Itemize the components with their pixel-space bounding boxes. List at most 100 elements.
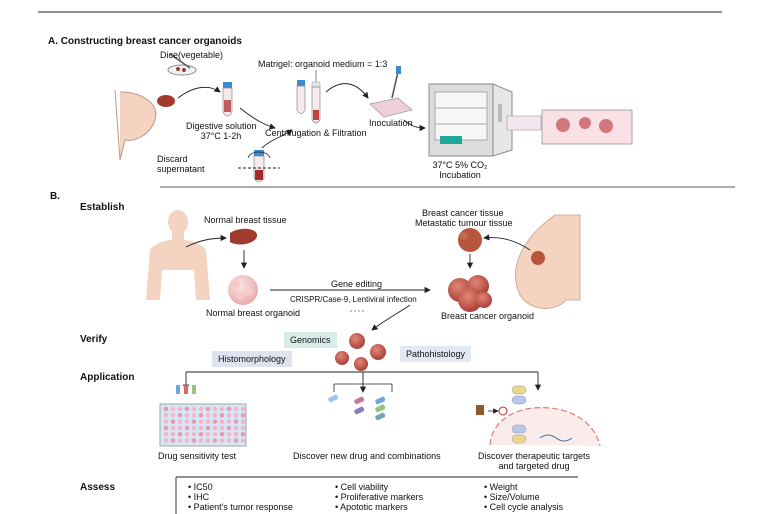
dice-label: Dice(vegetable) [160,50,224,60]
assess-item: Cell cycle analysis [484,502,564,512]
plate-well [212,413,218,418]
cancer-tissue-label-2: Metastatic tumour tissue [415,218,513,228]
human-body-icon [146,210,210,300]
plate-well [163,438,169,443]
normal-organoid-label: Normal breast organoid [206,308,301,318]
application-heading: Application [80,372,135,383]
plate-well [212,406,218,412]
plate-well [198,413,204,418]
plate-well [233,406,239,412]
plate-well [205,431,211,437]
normal-tissue-icon [230,228,258,245]
inoculation-label: Inoculation [369,118,413,128]
plate-well [226,431,232,437]
assess-item: Apototic markers [335,502,423,512]
histomorphology-box: Histomorphology [212,351,292,367]
plate-well [198,425,204,431]
section-b-label: B. [50,191,60,202]
assess-item: Cell viability [335,482,423,492]
organoid-plate-zoom-icon [506,109,633,145]
discard-tube-icon [238,150,280,183]
plate-well [170,425,176,431]
plate-well [177,425,183,431]
plate-well [163,419,169,424]
cancer-tissue-label-1: Breast cancer tissue [422,208,504,218]
verify-heading: Verify [80,334,108,345]
plate-well [177,438,183,443]
plate-well [191,438,197,443]
plate-well [170,431,176,437]
plate-well [219,406,225,412]
plate-well [212,438,218,443]
cancer-organoid-label: Breast cancer organoid [441,311,535,321]
verify-organoids-icon [335,333,386,371]
plate-well [240,438,246,443]
plate-well [205,419,211,424]
dice-dish-icon [167,53,197,76]
plate-well [177,406,183,412]
plate-well [184,419,190,424]
plate-well [184,413,190,418]
plate-well [240,431,246,437]
drug-plate-icon [159,403,247,447]
section-a-title: A. Constructing breast cancer organoids [48,36,242,47]
assess-list-3: WeightSize/VolumeCell cycle analysis [484,482,564,512]
centrifuge-tube-icon [296,70,321,124]
drug-sensitivity-label: Drug sensitivity test [158,451,237,461]
plate-well [233,431,239,437]
crispr-label: CRISPR/Case-9, Lentiviral infection [290,295,417,304]
plate-well [212,425,218,431]
plate-well [226,413,232,418]
matrigel-label: Matrigel: organoid medium = 1:3 [258,59,388,69]
assess-item: IHC [188,492,293,502]
incubation-label: Incubation [439,170,481,180]
plate-well [240,413,246,418]
assess-list-1: IC50IHCPatient's tumor response [188,482,293,512]
plate-well [163,413,169,418]
cell-target-icon [476,385,601,447]
plate-well [233,413,239,418]
plate-well [240,425,246,431]
targets-label-2: and targeted drug [498,461,570,471]
plate-well [240,419,246,424]
plate-well [205,425,211,431]
plate-well [184,431,190,437]
tissue-sample-icon [157,95,175,107]
plate-well [191,413,197,418]
plate-well [198,438,204,443]
plate-well [191,431,197,437]
assess-item: IC50 [188,482,293,492]
assess-item: Weight [484,482,563,492]
plate-well [191,419,197,424]
assess-item: Patient's tumor response [188,502,293,512]
discard-label-line2: supernatant [157,164,205,174]
discard-label-line1: Discard [157,154,188,164]
drug-vials-icon [176,385,196,394]
cancer-organoid-icon [448,275,492,312]
assess-item: Proliferative markers [335,492,424,502]
cancer-tissue-icon [458,228,482,252]
new-drug-vials-icon [328,383,393,421]
assess-heading: Assess [80,482,116,493]
plate-well [184,425,190,431]
plate-well [219,419,225,424]
plate-well [163,431,169,437]
well-plate-icon [369,66,413,118]
incubation-conditions: 37°C 5% CO₂ [432,160,488,170]
plate-well [226,438,232,443]
breast-side-icon [515,214,581,309]
gene-editing-label: Gene editing [331,279,383,289]
plate-well [205,413,211,418]
plate-well [184,438,190,443]
plate-well [226,406,232,412]
establish-heading: Establish [80,202,125,213]
plate-well [226,419,232,424]
assess-item: Size/Volume [484,492,563,502]
plate-well [205,406,211,412]
genomics-box: Genomics [284,332,337,348]
breast-profile-icon [114,89,157,161]
plate-well [177,431,183,437]
plate-well [191,425,197,431]
assess-list-2: Cell viabilityProliferative markersApoto… [335,482,423,512]
